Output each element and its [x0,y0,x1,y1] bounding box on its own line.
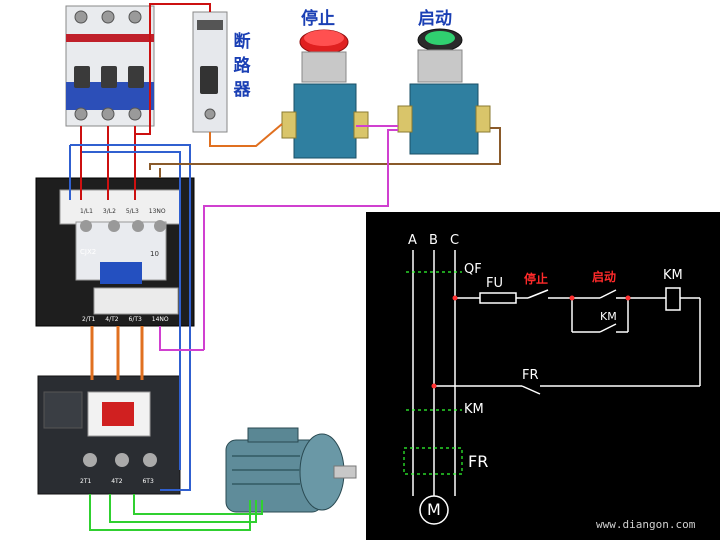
terminal-6t3: 6/T3 [128,316,142,323]
terminal-13no: 13NO [148,208,166,215]
three-pole-breaker [65,5,155,127]
breaker-vertical-label: 断 路 器 [232,30,252,102]
ol-6t3: 6T3 [142,478,154,485]
terminal-5l3: 5/L3 [125,208,139,215]
contactor-rating: 10 [150,250,159,258]
schematic-start-label: 启动 [592,270,617,284]
watermark: www.diangon.com [596,518,696,531]
ol-2t1: 2T1 [80,478,92,485]
motor-label: M [427,500,441,519]
phase-a-label: A [408,233,417,248]
start-label: 启动 [418,9,452,29]
km-main-label: KM [464,402,484,417]
fr-contact-label: FR [522,368,539,383]
terminal-1l1: 1/L1 [80,208,93,215]
terminal-2t1: 2/T1 [82,316,96,323]
wires [69,3,501,531]
fu-label: FU [486,276,503,291]
phase-c-label: C [450,233,460,248]
breaker-char-3: 器 [233,80,251,100]
schematic-stop-label: 停止 [524,272,549,286]
fr-relay-label: FR [468,452,489,471]
contactor-brand: CJX2 [80,248,97,256]
motor-device [225,427,357,513]
start-button-device [397,28,491,155]
stop-label: 停止 [301,9,335,29]
contactor-top-terminals: 1/L1 3/L2 5/L3 13NO [80,208,166,215]
qf-label: QF [464,262,482,277]
phase-b-label: B [429,233,438,248]
terminal-3l2: 3/L2 [102,208,116,215]
overload-relay-device [37,375,181,495]
km-aux-label: KM [600,310,617,323]
terminal-14no: 14NO [151,316,169,323]
breaker-char-2: 路 [233,56,251,76]
stop-button-device [281,29,369,159]
contactor-device [35,177,195,327]
terminal-4t2: 4/T2 [105,316,119,323]
ol-4t2: 4T2 [111,478,123,485]
contactor-bottom-terminals: 2/T1 4/T2 6/T3 14NO [82,316,169,323]
breaker-char-1: 断 [233,32,251,52]
control-breaker [192,11,228,133]
km-coil-label: KM [663,268,683,283]
overload-terminals: 2T1 4T2 6T3 [80,478,154,485]
schematic-panel [366,212,720,540]
